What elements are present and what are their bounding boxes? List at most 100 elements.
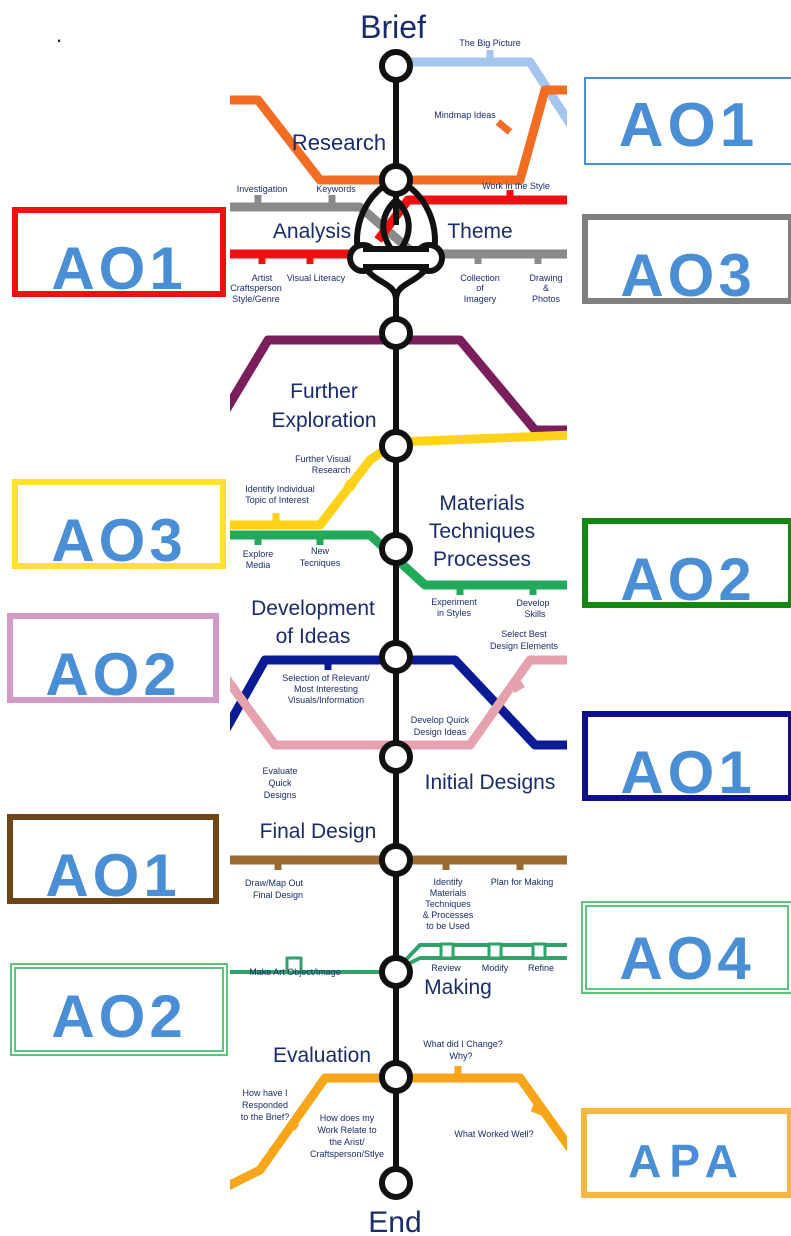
line-designs (230, 655, 567, 750)
station-name-analysis: Analysis (273, 220, 351, 243)
label-relate-2: Work Relate to (317, 1125, 376, 1135)
ao-box-blue-text: AO1 (618, 91, 759, 160)
label-artist-1: Artist (252, 273, 273, 283)
label-select-best-2: Design Elements (490, 641, 559, 651)
label-identify-2: Topic of Interest (245, 495, 309, 505)
label-drawing-2: & (543, 283, 549, 293)
label-draw-1: Draw/Map Out (245, 878, 304, 888)
ao-box-teal-left: AO2 (10, 963, 228, 1056)
label-work-in-style: Work in the Style (482, 181, 550, 191)
ao-box-red: AO1 (12, 207, 226, 297)
station-name-further: Further (290, 380, 358, 403)
label-new-2: Tecniques (300, 558, 341, 568)
label-develop-skills-1: Develop (516, 598, 549, 608)
label-idm-1: Identify (433, 877, 463, 887)
label-modify: Modify (482, 963, 509, 973)
station-initial (379, 740, 413, 774)
label-change-1: What did I Change? (423, 1039, 503, 1049)
station-name-final-design: Final Design (260, 820, 377, 843)
station-brief (379, 49, 413, 83)
ao-box-green-text: AO2 (620, 546, 756, 608)
label-investigation: Investigation (237, 184, 288, 194)
label-artist-2: Craftsperson (230, 283, 282, 293)
label-fvr-2: Research (312, 465, 351, 475)
station-name-processes: Processes (433, 548, 531, 571)
label-drawing-1: Drawing (529, 273, 562, 283)
station-name-making: Making (424, 976, 492, 999)
label-evaluate-1: Evaluate (262, 766, 297, 776)
label-develop-skills-2: Skills (524, 609, 546, 619)
ao-box-brown-text: AO1 (45, 842, 181, 904)
label-fvr-1: Further Visual (295, 454, 351, 464)
label-idm-2: Materials (430, 888, 467, 898)
station-end (379, 1166, 413, 1200)
ao-box-teal-right: AO4 (581, 901, 791, 994)
label-relate-4: Craftsperson/Stlye (310, 1149, 384, 1159)
label-responded-3: to the Brief? (241, 1112, 290, 1122)
label-collection-1: Collection (460, 273, 500, 283)
label-select-best-1: Select Best (501, 629, 547, 639)
station-evaluation (379, 1060, 413, 1094)
label-explore-2: Media (246, 560, 271, 570)
station-analysis-theme (347, 242, 445, 274)
ao-box-navy-text: AO1 (620, 739, 756, 801)
label-selection-1: Selection of Relevant/ (282, 673, 370, 683)
label-idm-5: to be Used (426, 921, 470, 931)
label-evaluate-2: Quick (268, 778, 292, 788)
station-research (379, 163, 413, 197)
label-idm-4: & Processes (423, 910, 474, 920)
station-name-initial-designs: Initial Designs (425, 771, 556, 794)
station-development (379, 640, 413, 674)
label-keywords: Keywords (316, 184, 356, 194)
label-big-picture: The Big Picture (459, 38, 521, 48)
apa-box-text: APA (628, 1135, 746, 1187)
station-name-research: Research (292, 130, 386, 155)
ao-box-pink-text: AO2 (45, 641, 181, 703)
station-name-evaluation: Evaluation (273, 1044, 371, 1067)
station-final (379, 843, 413, 877)
line-further (230, 335, 567, 435)
line-evaluation (230, 1073, 567, 1191)
ao-box-teal-right-text: AO4 (619, 925, 755, 992)
label-relate-3: the Arist/ (329, 1137, 365, 1147)
label-idm-3: Techniques (425, 899, 471, 909)
label-new-1: New (311, 546, 330, 556)
label-artist-3: Style/Genre (232, 294, 280, 304)
label-change-2: Why? (449, 1051, 472, 1061)
ao-box-yellow: AO3 (12, 479, 226, 569)
label-mindmap: Mindmap Ideas (434, 110, 496, 120)
line-visual-research (230, 430, 567, 530)
label-responded-2: Responded (242, 1100, 288, 1110)
label-drawing-3: Photos (532, 294, 561, 304)
label-experiment-2: in Styles (437, 608, 472, 618)
ao-box-gray-text: AO3 (620, 242, 756, 304)
label-identify-1: Identify Individual (245, 484, 315, 494)
label-review: Review (431, 963, 461, 973)
line-mindmap (230, 85, 567, 185)
label-visual-literacy: Visual Literacy (287, 273, 346, 283)
station-name-materials: Materials (439, 492, 524, 515)
station-name-end: End (368, 1206, 421, 1236)
station-name-brief: Brief (360, 9, 426, 45)
line-big-picture (396, 57, 567, 128)
label-collection-3: Imagery (464, 294, 497, 304)
station-name-development: Development (251, 597, 375, 620)
label-relate-1: How does my (320, 1113, 375, 1123)
label-draw-2: Final Design (253, 890, 303, 900)
label-quick-1: Develop Quick (411, 715, 470, 725)
ao-box-yellow-text: AO3 (51, 507, 187, 569)
ao-box-navy: AO1 (582, 711, 791, 801)
label-selection-3: Visuals/Information (288, 695, 364, 705)
label-refine: Refine (528, 963, 554, 973)
label-selection-2: Most Interesting (294, 684, 358, 694)
ao-box-red-text: AO1 (51, 235, 187, 297)
label-responded-1: How have I (242, 1088, 287, 1098)
label-plan: Plan for Making (491, 877, 554, 887)
label-experiment-1: Experiment (431, 597, 477, 607)
line-development (230, 655, 567, 750)
ao-box-green: AO2 (582, 518, 791, 608)
station-making (379, 955, 413, 989)
ao-box-blue: AO1 (584, 77, 791, 165)
stray-dot: . (56, 22, 63, 47)
